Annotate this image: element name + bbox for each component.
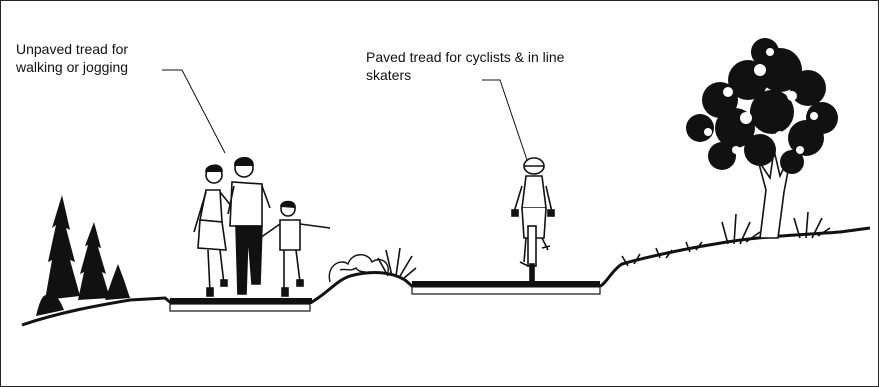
ground-profile [21,226,871,327]
unpaved-leader-line [162,69,226,154]
shrub-icon [36,195,130,316]
walkers-icon [193,156,331,297]
paved-tread-label: Paved tread for cyclists & in line skate… [366,49,565,83]
grass-icon [377,247,417,279]
unpaved-tread [170,298,312,304]
unpaved-tread-base [169,303,311,312]
grass-icon [621,211,831,267]
paved-tread-base [411,285,601,295]
unpaved-tread-label: Unpaved tread for walking or jogging [16,41,129,75]
cyclist-icon [511,157,555,285]
paved-tread [412,281,600,286]
tree-icon [686,38,838,239]
bush-icon [328,254,389,283]
paved-leader-line [482,79,528,161]
